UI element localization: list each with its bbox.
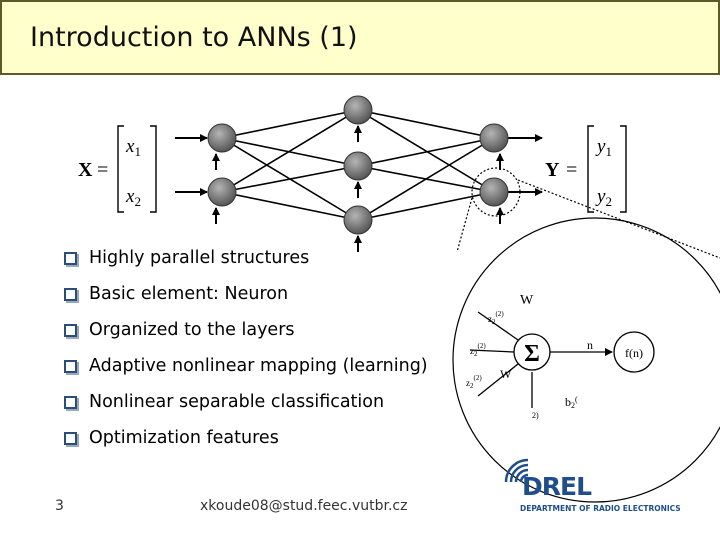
drel-logo: DREL DEPARTMENT OF RADIO ELECTRONICS: [498, 452, 681, 518]
bullet-box-icon: [64, 324, 77, 337]
output-vector-bracket-right: [620, 125, 627, 213]
conn-i1-h1: [221, 109, 359, 139]
bullet-item-neuron: Basic element: Neuron: [64, 280, 428, 316]
output-vector-symbol: Y: [545, 159, 560, 181]
bullet-box-icon: [64, 396, 77, 409]
conn-h1-o2: [357, 109, 495, 193]
summation-node: [513, 333, 551, 371]
weight-fragment: W: [500, 367, 512, 381]
bullet-list: Highly parallel structures Basic element…: [64, 244, 428, 460]
neuron-input-mid: [469, 349, 515, 353]
activation-label: f(n): [625, 346, 643, 360]
conn-h2-o1: [357, 137, 495, 167]
weight-label: W: [520, 293, 534, 308]
bullet-item-layers: Organized to the layers: [64, 316, 428, 352]
input-vector: X = x1 x2: [78, 125, 157, 213]
bullet-item-parallel: Highly parallel structures: [64, 244, 428, 280]
output-vector-equals: =: [566, 159, 577, 181]
input-vector-equals: =: [97, 159, 108, 181]
input-mid-label: z2(2): [470, 342, 486, 358]
input-top-label: z2(2): [488, 310, 504, 326]
input-bot-label: z2(2): [466, 374, 482, 390]
hidden-node-2: [343, 151, 373, 181]
conn-h1-o1: [357, 109, 495, 139]
zoom-indicator: [452, 167, 720, 503]
connections: [221, 109, 495, 221]
signal-waves-icon: [504, 458, 529, 483]
slide-title: Introduction to ANNs (1): [30, 22, 358, 53]
bullet-box-icon: [64, 288, 77, 301]
conn-i2-h3: [221, 191, 359, 221]
page-number: 3: [55, 498, 64, 514]
hidden-node-3: [343, 205, 373, 235]
bias-arrows: [212, 125, 504, 252]
z-fragment: 2): [532, 411, 539, 420]
input-vector-bracket-right: [150, 125, 157, 213]
output-entry-2: y2: [595, 186, 612, 209]
logo-wordmark: DREL: [522, 472, 592, 501]
conn-h3-o2: [357, 191, 495, 221]
activation-node: [613, 331, 655, 373]
output-arrows: [508, 134, 543, 196]
title-bar: Introduction to ANNs (1): [0, 0, 720, 75]
conn-i2-h1: [221, 109, 359, 193]
bullet-item-optimization: Optimization features: [64, 424, 428, 460]
logo-subtitle: DEPARTMENT OF RADIO ELECTRONICS: [520, 504, 681, 513]
input-entry-1: x1: [125, 136, 141, 159]
zoom-small-circle: [471, 167, 521, 217]
summation-symbol: Σ: [524, 341, 540, 367]
input-entry-2: x2: [125, 186, 141, 209]
output-vector-bracket-left: [587, 125, 594, 213]
hidden-node-1: [343, 95, 373, 125]
nodes: [207, 95, 509, 235]
conn-i1-h2: [221, 137, 359, 167]
neuron-input-top: [477, 311, 519, 341]
conn-i2-h2: [221, 165, 359, 193]
zoom-large-circle: [452, 217, 720, 503]
input-node-1: [207, 123, 237, 153]
conn-h3-o1: [357, 137, 495, 221]
input-vector-bracket-left: [117, 125, 124, 213]
output-vector: Y = y1 y2: [545, 125, 627, 213]
bullet-box-icon: [64, 432, 77, 445]
footer-email: xkoude08@stud.feec.vutbr.cz: [200, 498, 408, 514]
input-vector-symbol: X: [78, 159, 93, 181]
input-node-2: [207, 177, 237, 207]
net-label: n: [587, 338, 593, 352]
bullet-item-classification: Nonlinear separable classification: [64, 388, 428, 424]
bullet-item-mapping: Adaptive nonlinear mapping (learning): [64, 352, 428, 388]
bullet-box-icon: [64, 360, 77, 373]
input-arrows: [175, 134, 208, 196]
output-entry-1: y1: [595, 136, 612, 159]
zoom-line-right: [517, 179, 720, 259]
bullet-box-icon: [64, 252, 77, 265]
zoom-line-left: [456, 197, 473, 253]
bias-label: b2(: [565, 395, 578, 410]
neuron-detail: Σ f(n) W n z2(2) z2(2) z2(2) W 2) b2(: [466, 293, 655, 420]
neuron-input-bot: [477, 363, 519, 397]
output-node-1: [479, 123, 509, 153]
output-node-2: [479, 177, 509, 207]
